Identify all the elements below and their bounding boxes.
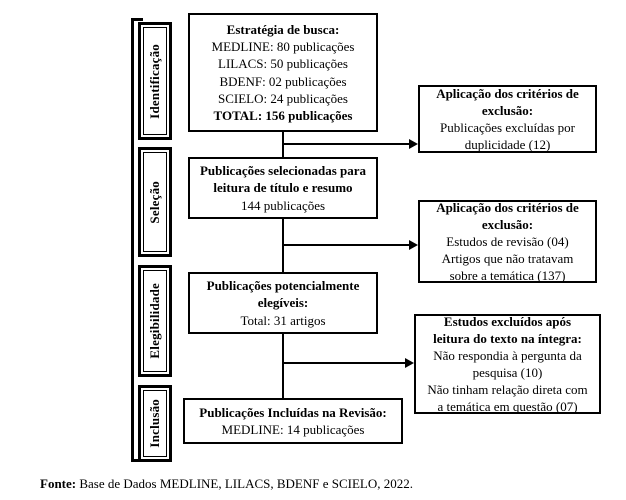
footer-bold-prefix: Fonte: (40, 476, 77, 491)
exclusion-box-criterios: Aplicação dos critérios de exclusão: Est… (418, 200, 597, 283)
flow-line: leitura de título e resumo (213, 180, 353, 196)
flow-line: Publicações potencialmente (206, 278, 360, 294)
stage-identificacao: Identificação (138, 22, 172, 140)
cut-off-caption (38, 0, 458, 4)
exclusion-line: Aplicação dos critérios de (436, 199, 579, 215)
exclusion-line: duplicidade (12) (464, 137, 551, 153)
exclusion-line: leitura do texto na íntegra: (433, 330, 582, 346)
flow-line: BDENF: 02 publicações (219, 73, 347, 89)
flow-box-busca: Estratégia de busca: MEDLINE: 80 publica… (188, 13, 378, 132)
stage-identificacao-inner: Identificação (143, 27, 167, 135)
figure-source-footer: Fonte: Base de Dados MEDLINE, LILACS, BD… (40, 476, 413, 492)
footer-text: Base de Dados MEDLINE, LILACS, BDENF e S… (76, 476, 413, 491)
exclusion-line: Publicações excluídas por (439, 120, 575, 135)
exclusion-box-integra: Estudos excluídos após leitura do texto … (414, 314, 601, 414)
exclusion-box-duplicidade: Aplicação dos critérios de exclusão: Pub… (418, 85, 597, 153)
spine-line (131, 18, 134, 462)
stage-label: Seleção (147, 180, 162, 224)
exclusion-line: exclusão: (481, 102, 534, 118)
exclusion-line: Estudos excluídos após (443, 313, 572, 329)
exclusion-line: Não respondia à pergunta da (433, 347, 582, 363)
spine-tick-identificacao (131, 18, 143, 21)
spine-tick-inclusao (131, 459, 143, 462)
stage-inclusao-inner: Inclusão (143, 390, 167, 457)
stage-elegibilidade: Elegibilidade (138, 265, 172, 377)
flow-line: MEDLINE: 80 publicações (211, 39, 355, 55)
connector-busca-branch (282, 143, 410, 145)
flow-line: 144 publicações (240, 197, 326, 213)
stage-selecao-inner: Seleção (143, 152, 167, 252)
flow-line: Estratégia de busca: (226, 22, 340, 38)
stage-inclusao: Inclusão (138, 385, 172, 462)
arrow-head-criterios (409, 240, 418, 250)
stage-label: Elegibilidade (147, 283, 162, 359)
exclusion-line: Artigos que não tratavam (441, 251, 574, 267)
flow-line: MEDLINE: 14 publicações (221, 422, 365, 437)
connector-elegiveis-branch (282, 362, 406, 364)
stage-selecao: Seleção (138, 147, 172, 257)
arrow-head-duplicidade (409, 139, 418, 149)
exclusion-line: pesquisa (10) (472, 365, 543, 380)
exclusion-line: sobre a temática (137) (449, 268, 566, 284)
connector-elegiveis-down (282, 334, 284, 398)
connector-selecionadas-branch (282, 244, 410, 246)
flow-line: Publicações selecionadas para (199, 163, 367, 179)
arrow-head-integra (405, 358, 414, 368)
flow-line: Publicações Incluídas na Revisão: (199, 404, 387, 420)
exclusion-line: Aplicação dos critérios de (436, 85, 579, 101)
stage-label: Inclusão (147, 399, 162, 448)
flow-line: LILACS: 50 publicações (218, 56, 348, 72)
flow-line: Total: 31 artigos (240, 312, 326, 328)
exclusion-line: exclusão: (481, 216, 534, 232)
flow-line: SCIELO: 24 publicações (218, 90, 348, 106)
flow-box-incluidas: Publicações Incluídas na Revisão: MEDLIN… (183, 398, 403, 444)
exclusion-line: Estudos de revisão (04) (446, 233, 569, 249)
flow-box-selecionadas: Publicações selecionadas para leitura de… (188, 157, 378, 219)
flow-box-elegiveis: Publicações potencialmente elegíveis: To… (188, 272, 378, 334)
flow-line: TOTAL: 156 publicações (213, 107, 353, 123)
exclusion-line: a temática em questão (07) (437, 399, 578, 415)
stage-elegibilidade-inner: Elegibilidade (143, 270, 167, 372)
flow-line: elegíveis: (257, 295, 309, 311)
exclusion-line: Não tinham relação direta com (427, 382, 588, 398)
stage-label: Identificação (147, 43, 162, 119)
